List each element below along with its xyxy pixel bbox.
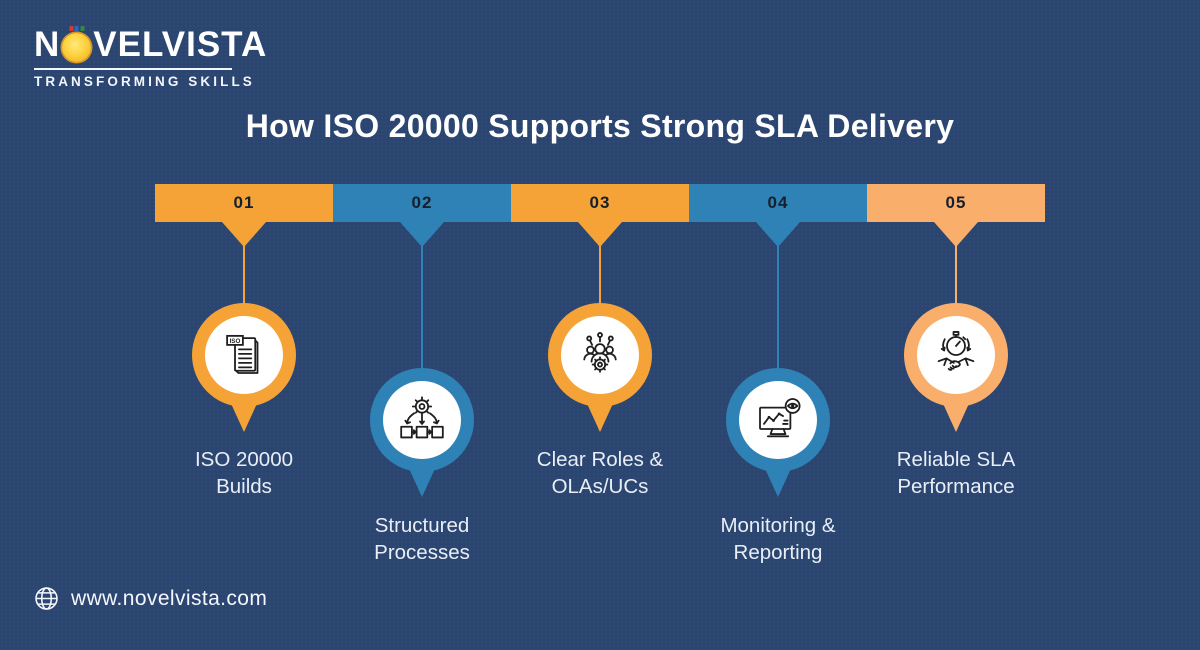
step-label-line2: Performance — [897, 475, 1015, 498]
icon-pin: ISO — [192, 303, 296, 432]
connector-line — [955, 222, 957, 310]
connector-line — [599, 222, 601, 310]
step-number: 03 — [589, 193, 611, 212]
icon-pin — [726, 368, 830, 497]
logo-text-suffix: VELVISTA — [93, 25, 268, 64]
timeline-step-2: 02 — [333, 184, 511, 604]
step-label-line1: ISO 20000 — [194, 448, 293, 471]
timeline-segment-4: 04 — [689, 184, 867, 222]
website-url: www.novelvista.com — [71, 586, 268, 610]
timeline-segment-1: 01 — [155, 184, 333, 222]
timeline-segment-5: 05 — [867, 184, 1045, 222]
sun-figure-dots-icon — [69, 25, 85, 31]
connector-line — [421, 222, 423, 375]
step-label: Structured Processes — [322, 512, 522, 566]
timeline-step-5: 05 — [867, 184, 1045, 604]
icon-pin — [904, 303, 1008, 432]
timeline-step-3: 03 — [511, 184, 689, 604]
logo-text-prefix: N — [34, 25, 61, 64]
step-label: Clear Roles & OLAs/UCs — [500, 446, 700, 500]
timeline-segment-2: 02 — [333, 184, 511, 222]
step-number: 04 — [767, 193, 789, 212]
step-number: 05 — [945, 193, 967, 212]
page-title: How ISO 20000 Supports Strong SLA Delive… — [245, 108, 955, 144]
step-label-line1: Structured — [374, 514, 470, 537]
step-number: 02 — [411, 193, 433, 212]
step-number: 01 — [233, 193, 255, 212]
step-label-line2: OLAs/UCs — [551, 475, 649, 498]
logo-divider — [34, 67, 232, 70]
step-label-line1: Monitoring & — [720, 514, 836, 537]
svg-text:ISO: ISO — [230, 338, 241, 345]
globe-icon — [35, 587, 58, 610]
timeline-segment-3: 03 — [511, 184, 689, 222]
monitoring-icon — [759, 398, 801, 438]
step-label: Monitoring & Reporting — [678, 512, 878, 566]
connector-line — [243, 222, 245, 310]
novelvista-logo: N VELVISTA TRANSFORMING SKILLS — [34, 25, 268, 89]
step-label-line1: Clear Roles & — [536, 448, 664, 471]
pin-circle — [739, 381, 817, 459]
pin-circle — [561, 316, 639, 394]
logo-brand: N VELVISTA — [34, 25, 268, 65]
sun-icon — [62, 25, 92, 62]
logo-tagline: TRANSFORMING SKILLS — [34, 73, 255, 89]
timeline-step-1: 01 ISO ISO 20000 Buil — [155, 184, 333, 604]
timeline-step-4: 04 — [689, 184, 867, 604]
process-flow-icon — [400, 396, 444, 439]
icon-pin — [548, 303, 652, 432]
footer: www.novelvista.com — [33, 585, 267, 612]
pin-circle — [383, 381, 461, 459]
icon-pin — [370, 368, 474, 497]
connector-line — [777, 222, 779, 375]
pin-circle — [917, 316, 995, 394]
step-label: Reliable SLA Performance — [856, 446, 1056, 500]
pin-circle: ISO — [205, 316, 283, 394]
step-label-line2: Builds — [216, 475, 272, 498]
team-roles-icon — [583, 332, 617, 373]
stopwatch-handshake-icon — [937, 331, 975, 371]
step-label-line2: Processes — [374, 541, 470, 564]
step-label-line2: Reporting — [733, 541, 823, 564]
iso-document-icon: ISO — [226, 334, 259, 374]
step-label-line1: Reliable SLA — [896, 448, 1016, 471]
step-label: ISO 20000 Builds — [144, 446, 344, 500]
